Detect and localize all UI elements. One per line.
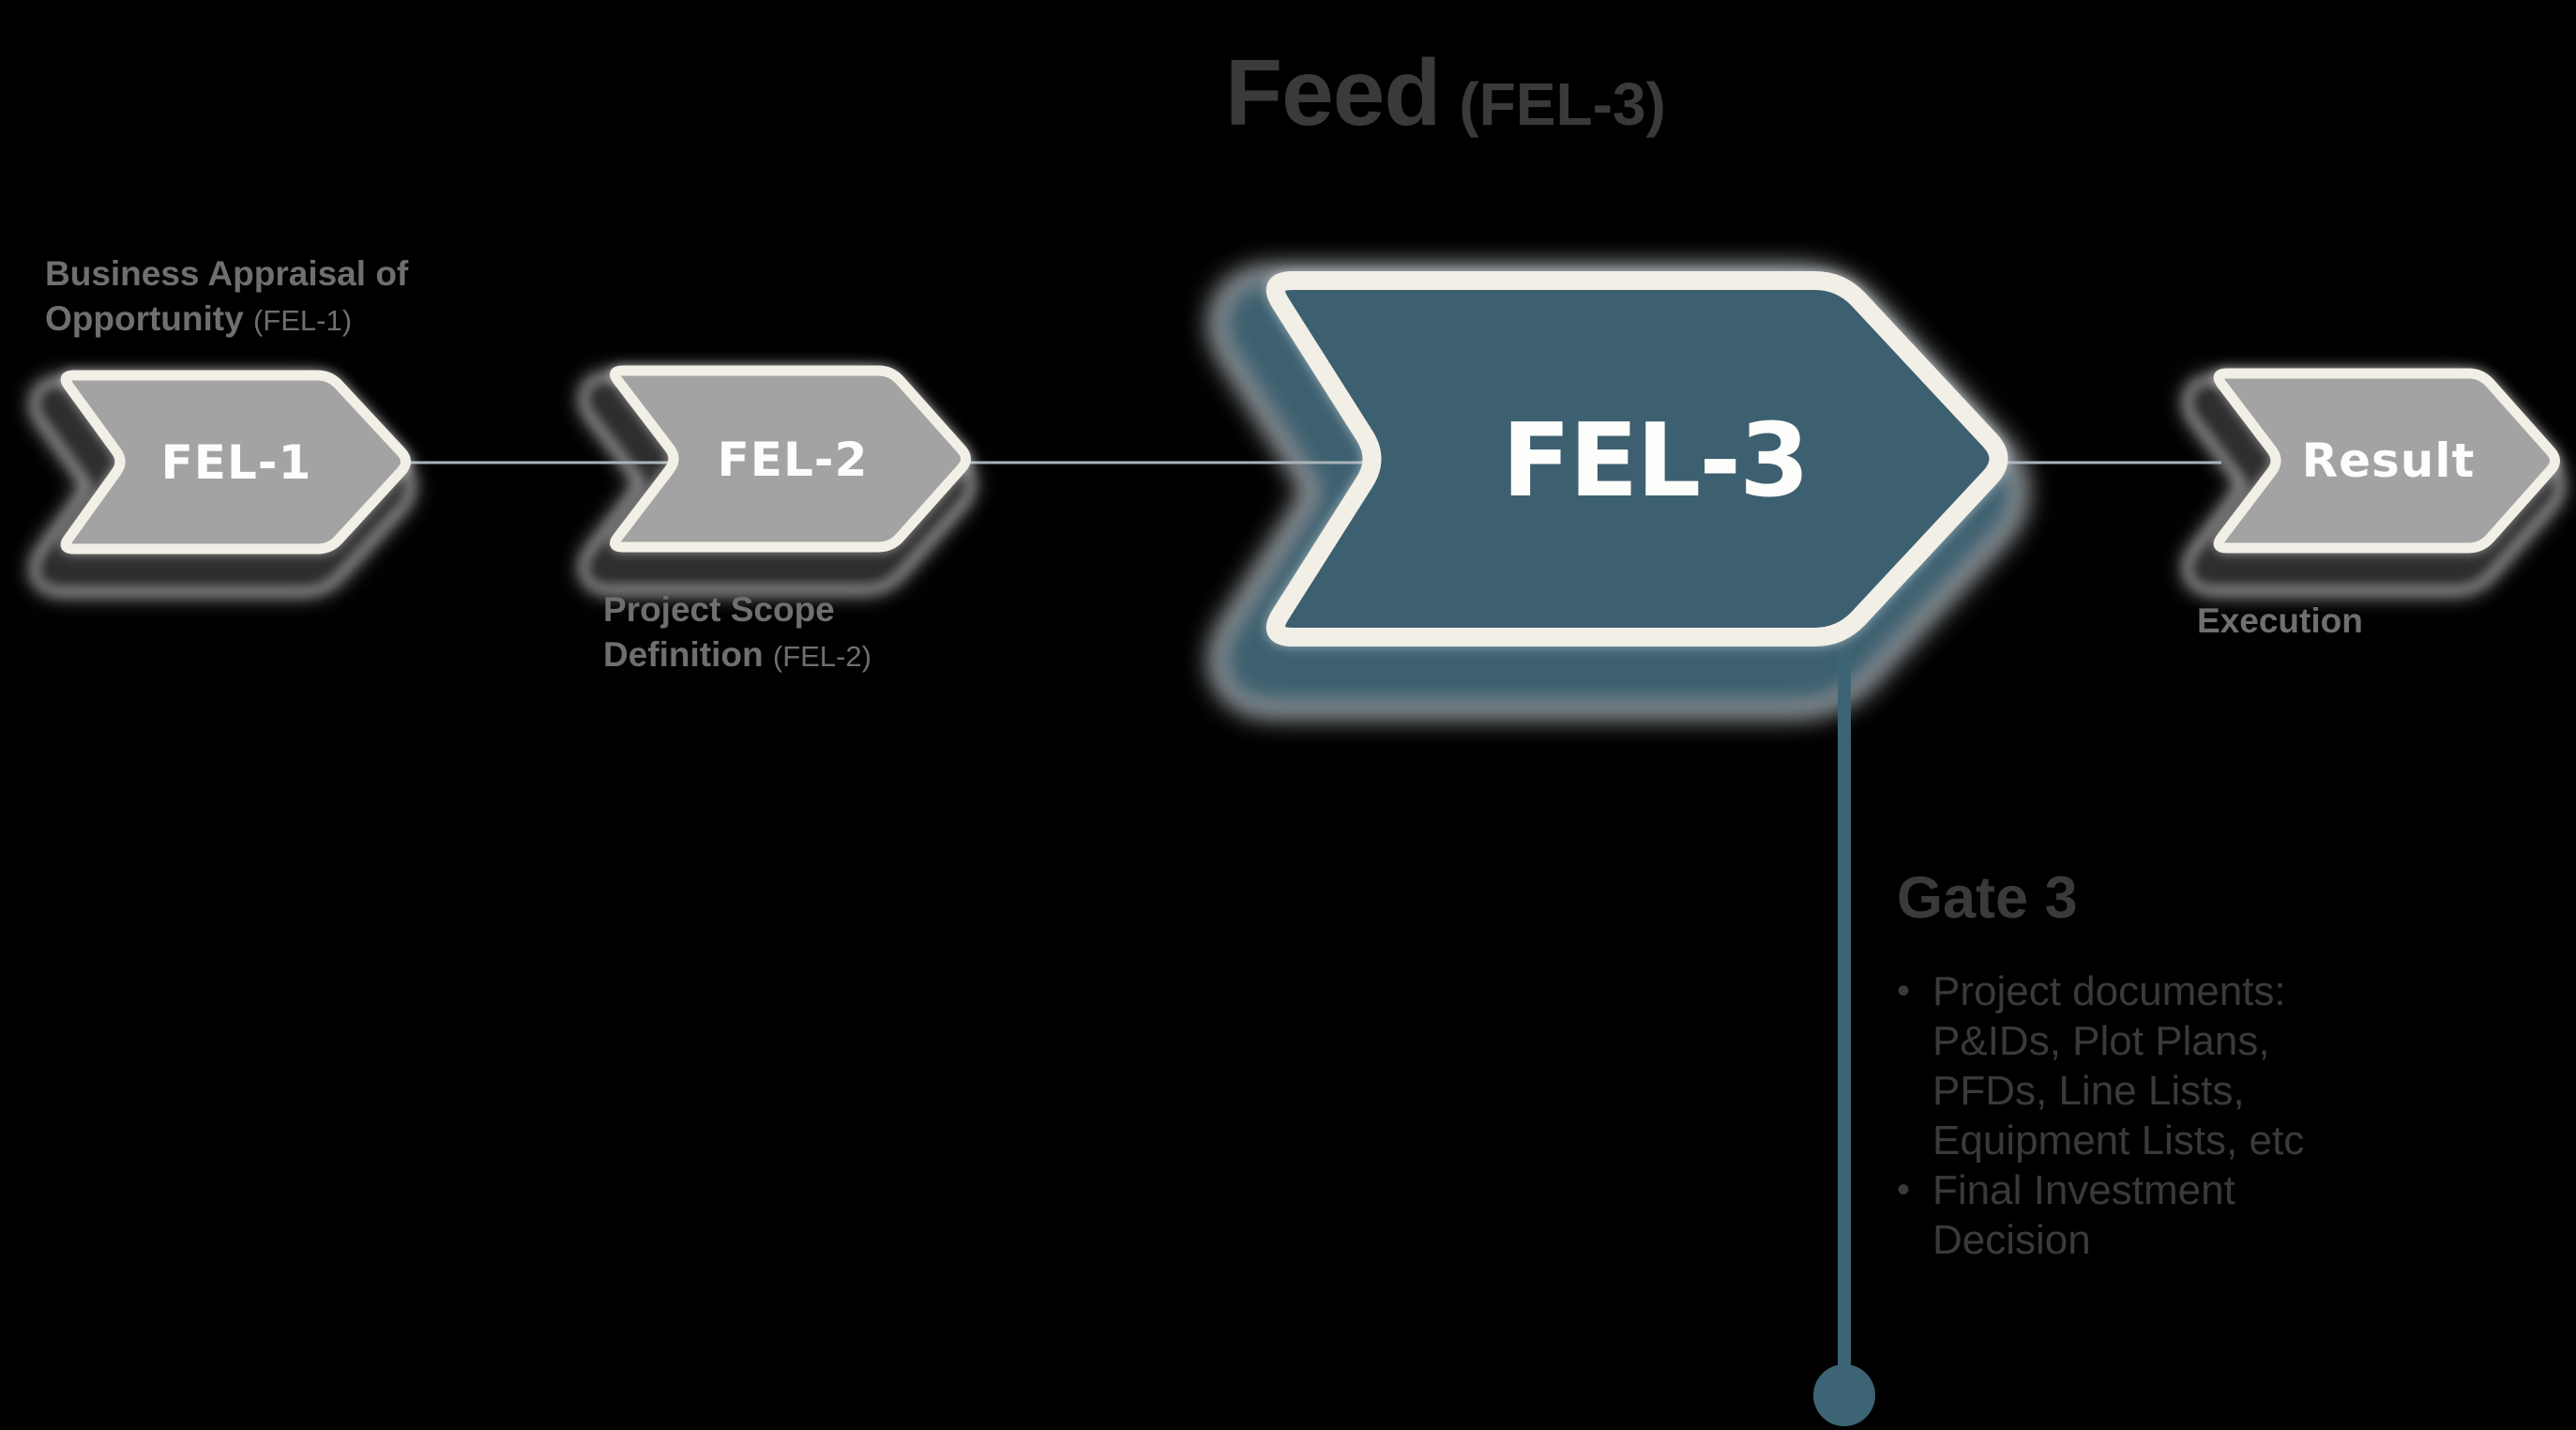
page-title: Feed (FEL-3) (1225, 39, 1666, 147)
bullet-text-line: P&IDs, Plot Plans, (1932, 1018, 2270, 1064)
bullet-text-line: Project documents: (1932, 968, 2286, 1014)
gate3-heading: Gate 3 (1897, 865, 2078, 931)
chevron-fel3-label: FEL-3 (1502, 403, 1808, 520)
chevron-fel1-body (60, 370, 411, 555)
stage-caption-fel2-line1: Project Scope (603, 590, 835, 629)
page-title-main: Feed (1225, 40, 1441, 145)
bullet-icon: • (1897, 970, 1911, 1012)
chevron-fel3: FEL-3 (1265, 271, 2008, 647)
bullet-icon: • (1897, 1169, 1911, 1210)
stage-caption-fel2-line2: Definition (603, 635, 764, 674)
bullet-text-line: Decision (1932, 1217, 2091, 1263)
chevron-fel1-label: FEL-1 (161, 435, 312, 490)
bullet-text-line: Equipment Lists, etc (1932, 1118, 2305, 1164)
chevron-result-label: Result (2302, 434, 2476, 488)
bullet-text-line: Final Investment (1932, 1167, 2235, 1213)
stage-caption-fel2: Project Scope Definition (FEL-2) (603, 587, 871, 679)
stage-caption-result-line1: Execution (2197, 601, 2363, 640)
bullet-text: Final Investment Decision (1932, 1165, 2235, 1265)
bullet-text-line: PFDs, Line Lists, (1932, 1068, 2245, 1114)
list-item: • Final Investment Decision (1897, 1165, 2304, 1265)
chevron-result-body (2213, 368, 2560, 554)
chevron-fel2-body (610, 365, 971, 553)
chevron-fel2: FEL-2 (610, 365, 971, 553)
chevron-fel3-body (1265, 271, 2008, 647)
page-title-suffix: (FEL-3) (1459, 70, 1666, 138)
stage-caption-fel1: Business Appraisal of Opportunity (FEL-1… (45, 251, 408, 343)
stage-caption-result: Execution (2197, 599, 2363, 644)
gate3-bullet-list: • Project documents: P&IDs, Plot Plans, … (1897, 966, 2304, 1265)
chevron-fel2-label: FEL-2 (718, 433, 869, 487)
chevron-fel1: FEL-1 (60, 370, 411, 555)
bullet-text: Project documents: P&IDs, Plot Plans, PF… (1932, 966, 2304, 1165)
chevron-result: Result (2213, 368, 2560, 554)
stage-caption-fel1-line2: Opportunity (45, 299, 244, 338)
gate3-timeline-dot (1813, 1364, 1875, 1426)
list-item: • Project documents: P&IDs, Plot Plans, … (1897, 966, 2304, 1165)
stage-caption-fel1-suffix: (FEL-1) (252, 304, 353, 337)
stage-caption-fel2-suffix: (FEL-2) (772, 640, 871, 673)
stage-caption-fel1-line1: Business Appraisal of (45, 254, 409, 293)
